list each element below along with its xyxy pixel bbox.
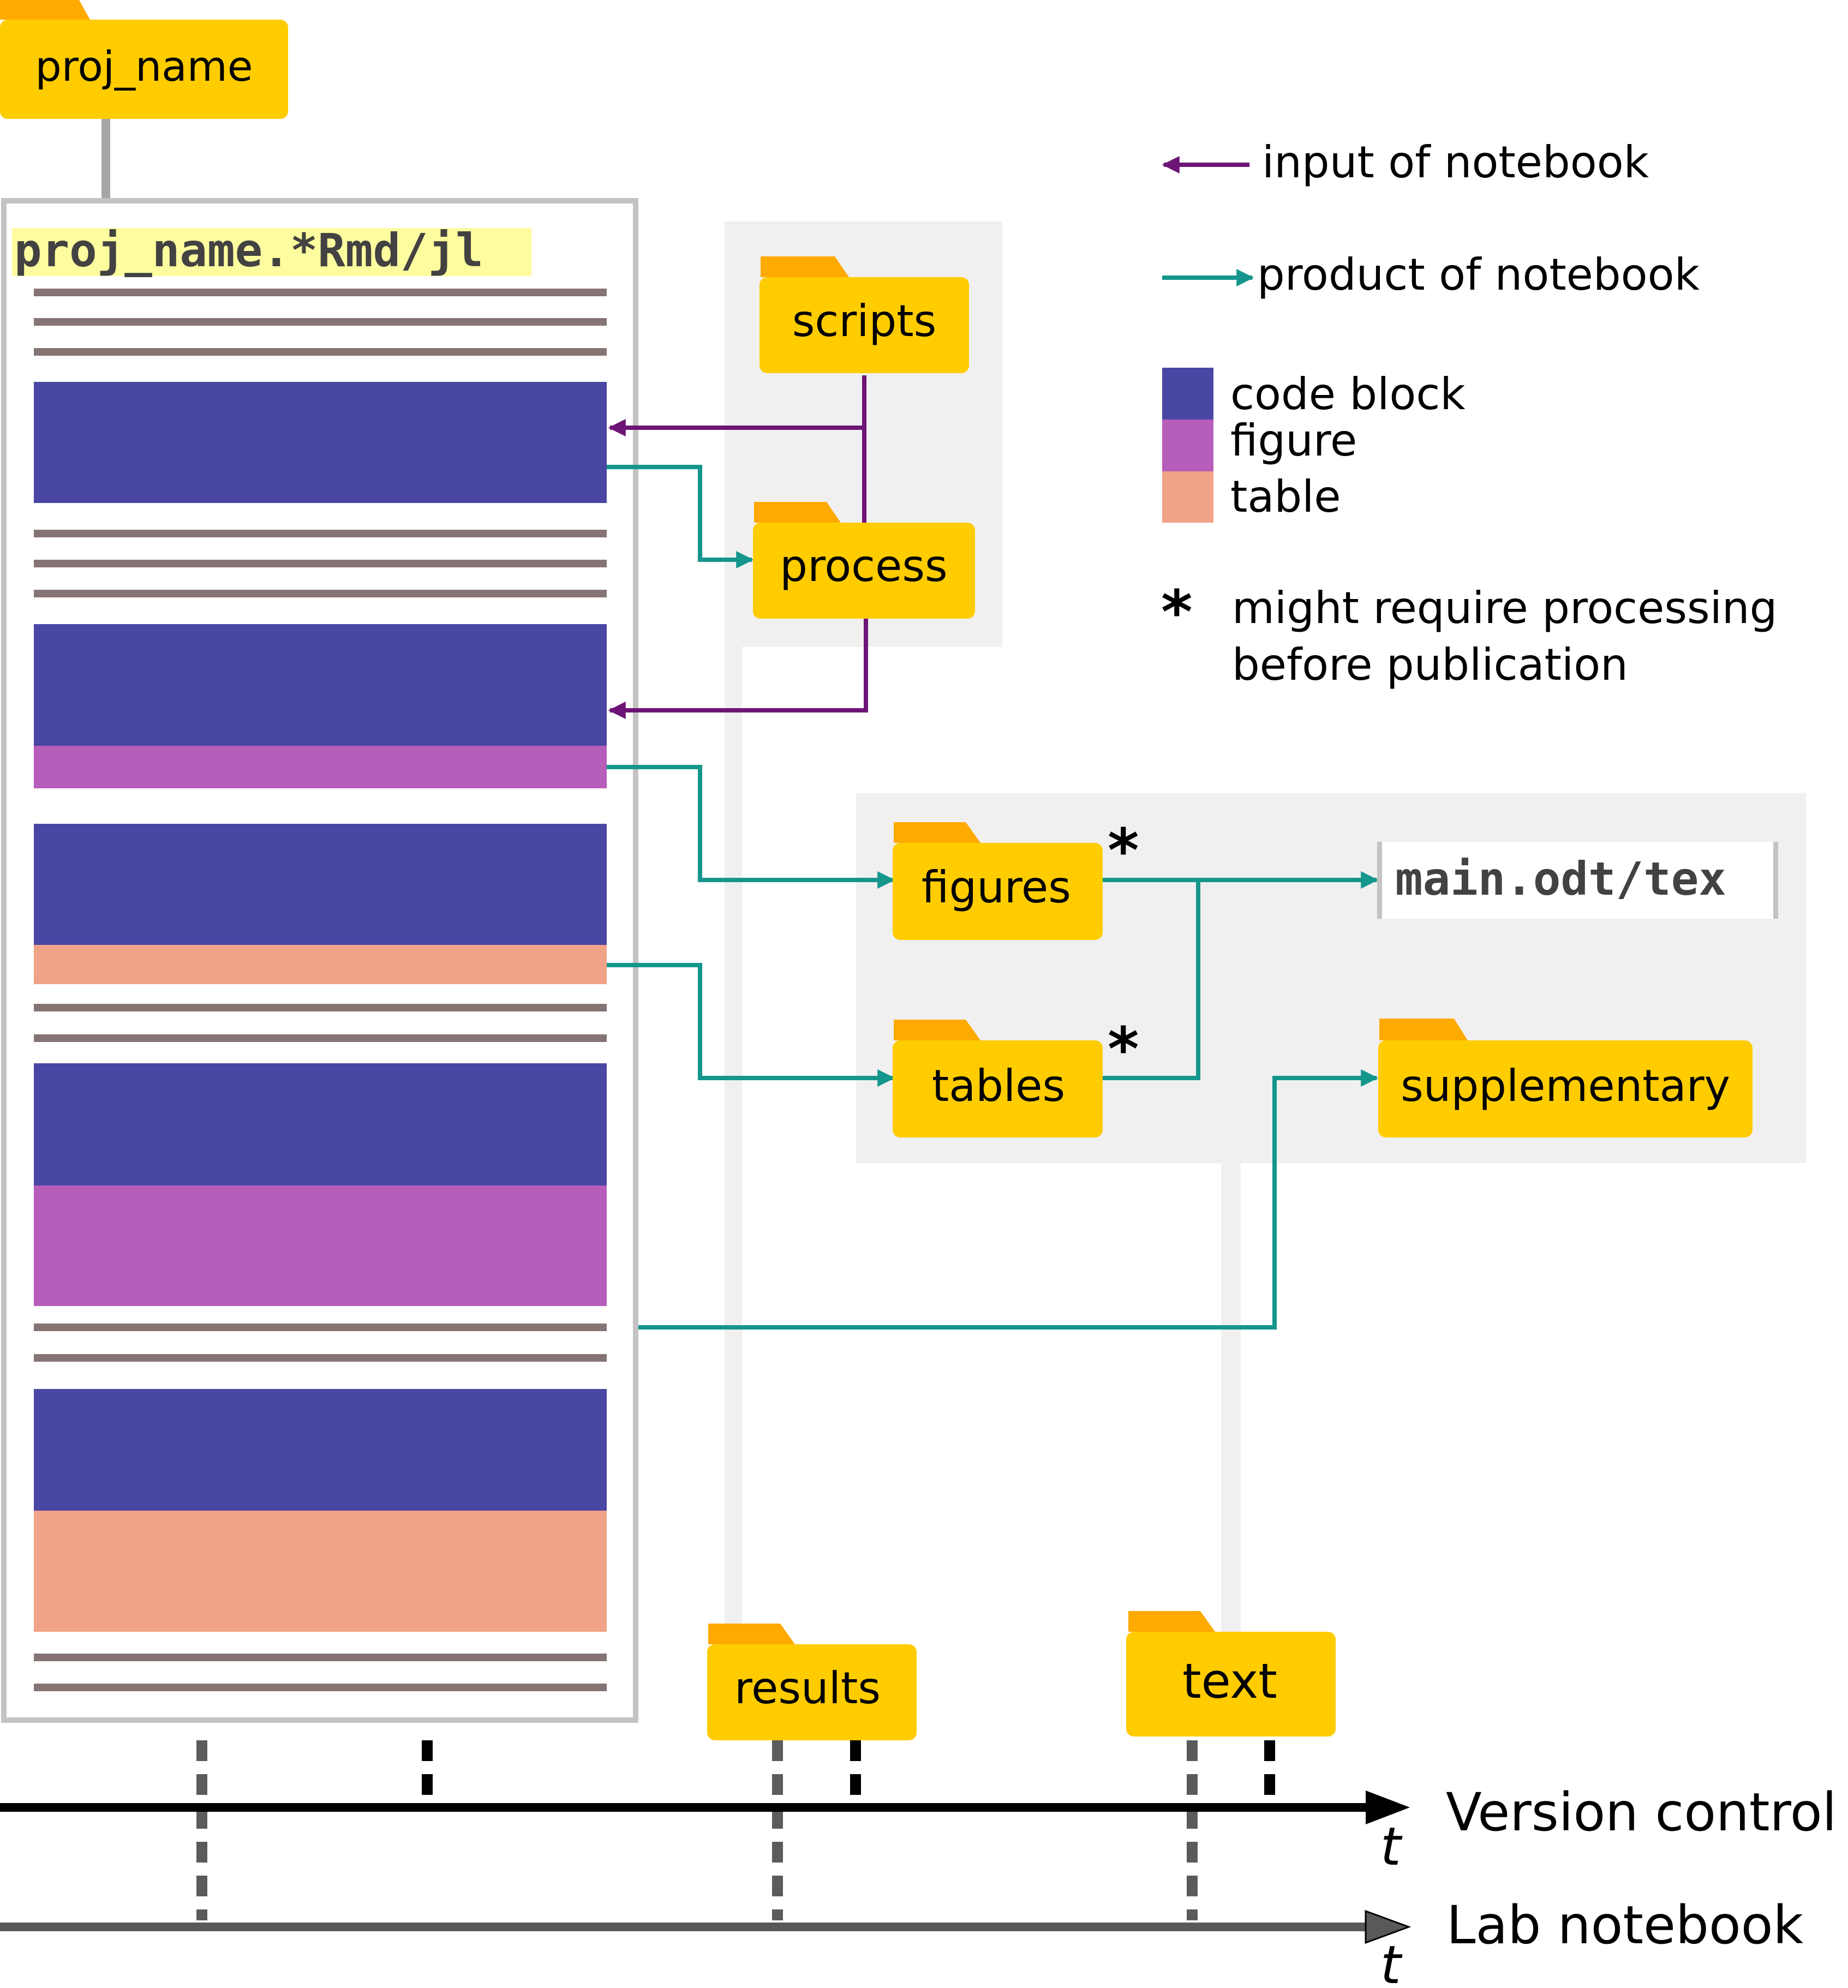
- product-arrow-to-figures: [607, 765, 895, 889]
- legend: input of notebook product of notebook co…: [1161, 137, 1777, 690]
- main-document-label: main.odt/tex: [1395, 852, 1726, 906]
- folder-tables-label: tables: [932, 1061, 1065, 1111]
- folder-tab: [1128, 1611, 1215, 1632]
- legend-figure-label: figure: [1230, 415, 1357, 466]
- version-control-t: t: [1380, 1816, 1403, 1877]
- folder-tab: [0, 0, 90, 20]
- figure-block: [34, 1185, 607, 1306]
- table-block: [34, 1511, 607, 1632]
- folder-scripts[interactable]: scripts: [759, 256, 969, 373]
- folder-text[interactable]: text: [1126, 1611, 1336, 1736]
- folder-tab: [708, 1624, 795, 1644]
- text-line: [34, 1354, 607, 1362]
- text-line: [34, 1654, 607, 1661]
- legend-figure-swatch: [1162, 420, 1213, 471]
- folder-process[interactable]: process: [753, 502, 975, 619]
- tables-asterisk: *: [1108, 1014, 1139, 1084]
- folder-results-label: results: [734, 1663, 881, 1714]
- text-line: [34, 289, 607, 296]
- product-arrow-to-process: [607, 465, 754, 568]
- code-block: [34, 1389, 607, 1511]
- folder-text-label: text: [1182, 1653, 1277, 1709]
- legend-asterisk-line2: before publication: [1232, 639, 1628, 690]
- legend-table-label: table: [1230, 471, 1341, 522]
- folder-proj-name[interactable]: proj_name: [0, 0, 288, 119]
- legend-product-label: product of notebook: [1257, 249, 1700, 300]
- folder-tab: [1379, 1019, 1468, 1040]
- folder-proj-name-label: proj_name: [35, 42, 253, 91]
- text-line: [34, 1684, 607, 1691]
- product-arrow-to-supplementary: [638, 1069, 1379, 1330]
- text-vcs-bar: [1221, 1163, 1241, 1637]
- version-control-axis: [0, 1803, 1375, 1812]
- folder-supplementary-label: supplementary: [1401, 1061, 1730, 1111]
- folder-supplementary[interactable]: supplementary: [1378, 1019, 1753, 1137]
- text-line: [34, 348, 607, 356]
- folder-body: [759, 277, 969, 373]
- notebook-title-highlight: [12, 228, 531, 276]
- main-document-left-edge: [1377, 842, 1382, 919]
- lab-notebook-label: Lab notebook: [1446, 1895, 1803, 1956]
- product-arrow-tables-to-main: [1102, 880, 1200, 1080]
- legend-code-label: code block: [1230, 369, 1466, 420]
- legend-input-label: input of notebook: [1262, 137, 1649, 188]
- code-block: [34, 382, 607, 503]
- text-line: [34, 1034, 607, 1042]
- text-line: [34, 318, 607, 326]
- legend-asterisk: *: [1161, 577, 1193, 647]
- legend-asterisk-line1: might require processing: [1232, 583, 1777, 633]
- code-block: [34, 624, 607, 746]
- code-block: [34, 824, 607, 945]
- results-vcs-bar: [725, 647, 742, 1643]
- main-document-box: [1377, 842, 1778, 919]
- folder-body: [0, 20, 288, 119]
- lab-notebook-arrowhead: [1365, 1909, 1412, 1944]
- notebook-document: proj_name.*Rmd/jl: [1, 198, 638, 1723]
- folder-tab: [894, 822, 980, 843]
- folder-tab: [754, 502, 841, 523]
- proj-name-connector: [101, 119, 110, 206]
- table-block: [34, 945, 607, 984]
- main-document-right-edge: [1773, 842, 1778, 919]
- product-arrow-to-tables: [607, 963, 895, 1087]
- text-line: [34, 590, 607, 597]
- folder-results[interactable]: results: [707, 1624, 917, 1740]
- legend-table-swatch: [1162, 471, 1213, 523]
- lab-notebook-t: t: [1380, 1935, 1403, 1988]
- legend-code-swatch: [1162, 368, 1213, 420]
- folder-figures[interactable]: figures: [893, 822, 1103, 940]
- folder-body: [1378, 1040, 1753, 1137]
- folder-scripts-label: scripts: [792, 296, 937, 346]
- folder-process-label: process: [780, 541, 947, 591]
- folder-body: [753, 523, 975, 619]
- input-arrow-process-to-code: [608, 618, 868, 719]
- timelines: Version control t Lab notebook t: [0, 1740, 1837, 1988]
- folder-figures-label: figures: [922, 862, 1071, 913]
- version-control-label: Version control: [1446, 1782, 1837, 1843]
- main-document: main.odt/tex: [1377, 842, 1778, 919]
- folder-tables[interactable]: tables: [893, 1020, 1103, 1137]
- folder-body: [1126, 1632, 1336, 1736]
- folder-body: [893, 1040, 1103, 1137]
- figure-block: [34, 746, 607, 788]
- text-line: [34, 560, 607, 567]
- text-line: [34, 530, 607, 537]
- lab-notebook-axis: [0, 1923, 1375, 1931]
- notebook-title: proj_name.*Rmd/jl: [14, 224, 483, 277]
- folder-tab: [761, 256, 849, 277]
- figures-asterisk: *: [1108, 816, 1139, 885]
- folder-body: [707, 1644, 917, 1740]
- folder-tab: [894, 1020, 980, 1040]
- version-control-arrowhead: [1366, 1791, 1410, 1824]
- code-block: [34, 1063, 607, 1185]
- text-line: [34, 1004, 607, 1011]
- text-line: [34, 1324, 607, 1331]
- folder-body: [893, 843, 1103, 940]
